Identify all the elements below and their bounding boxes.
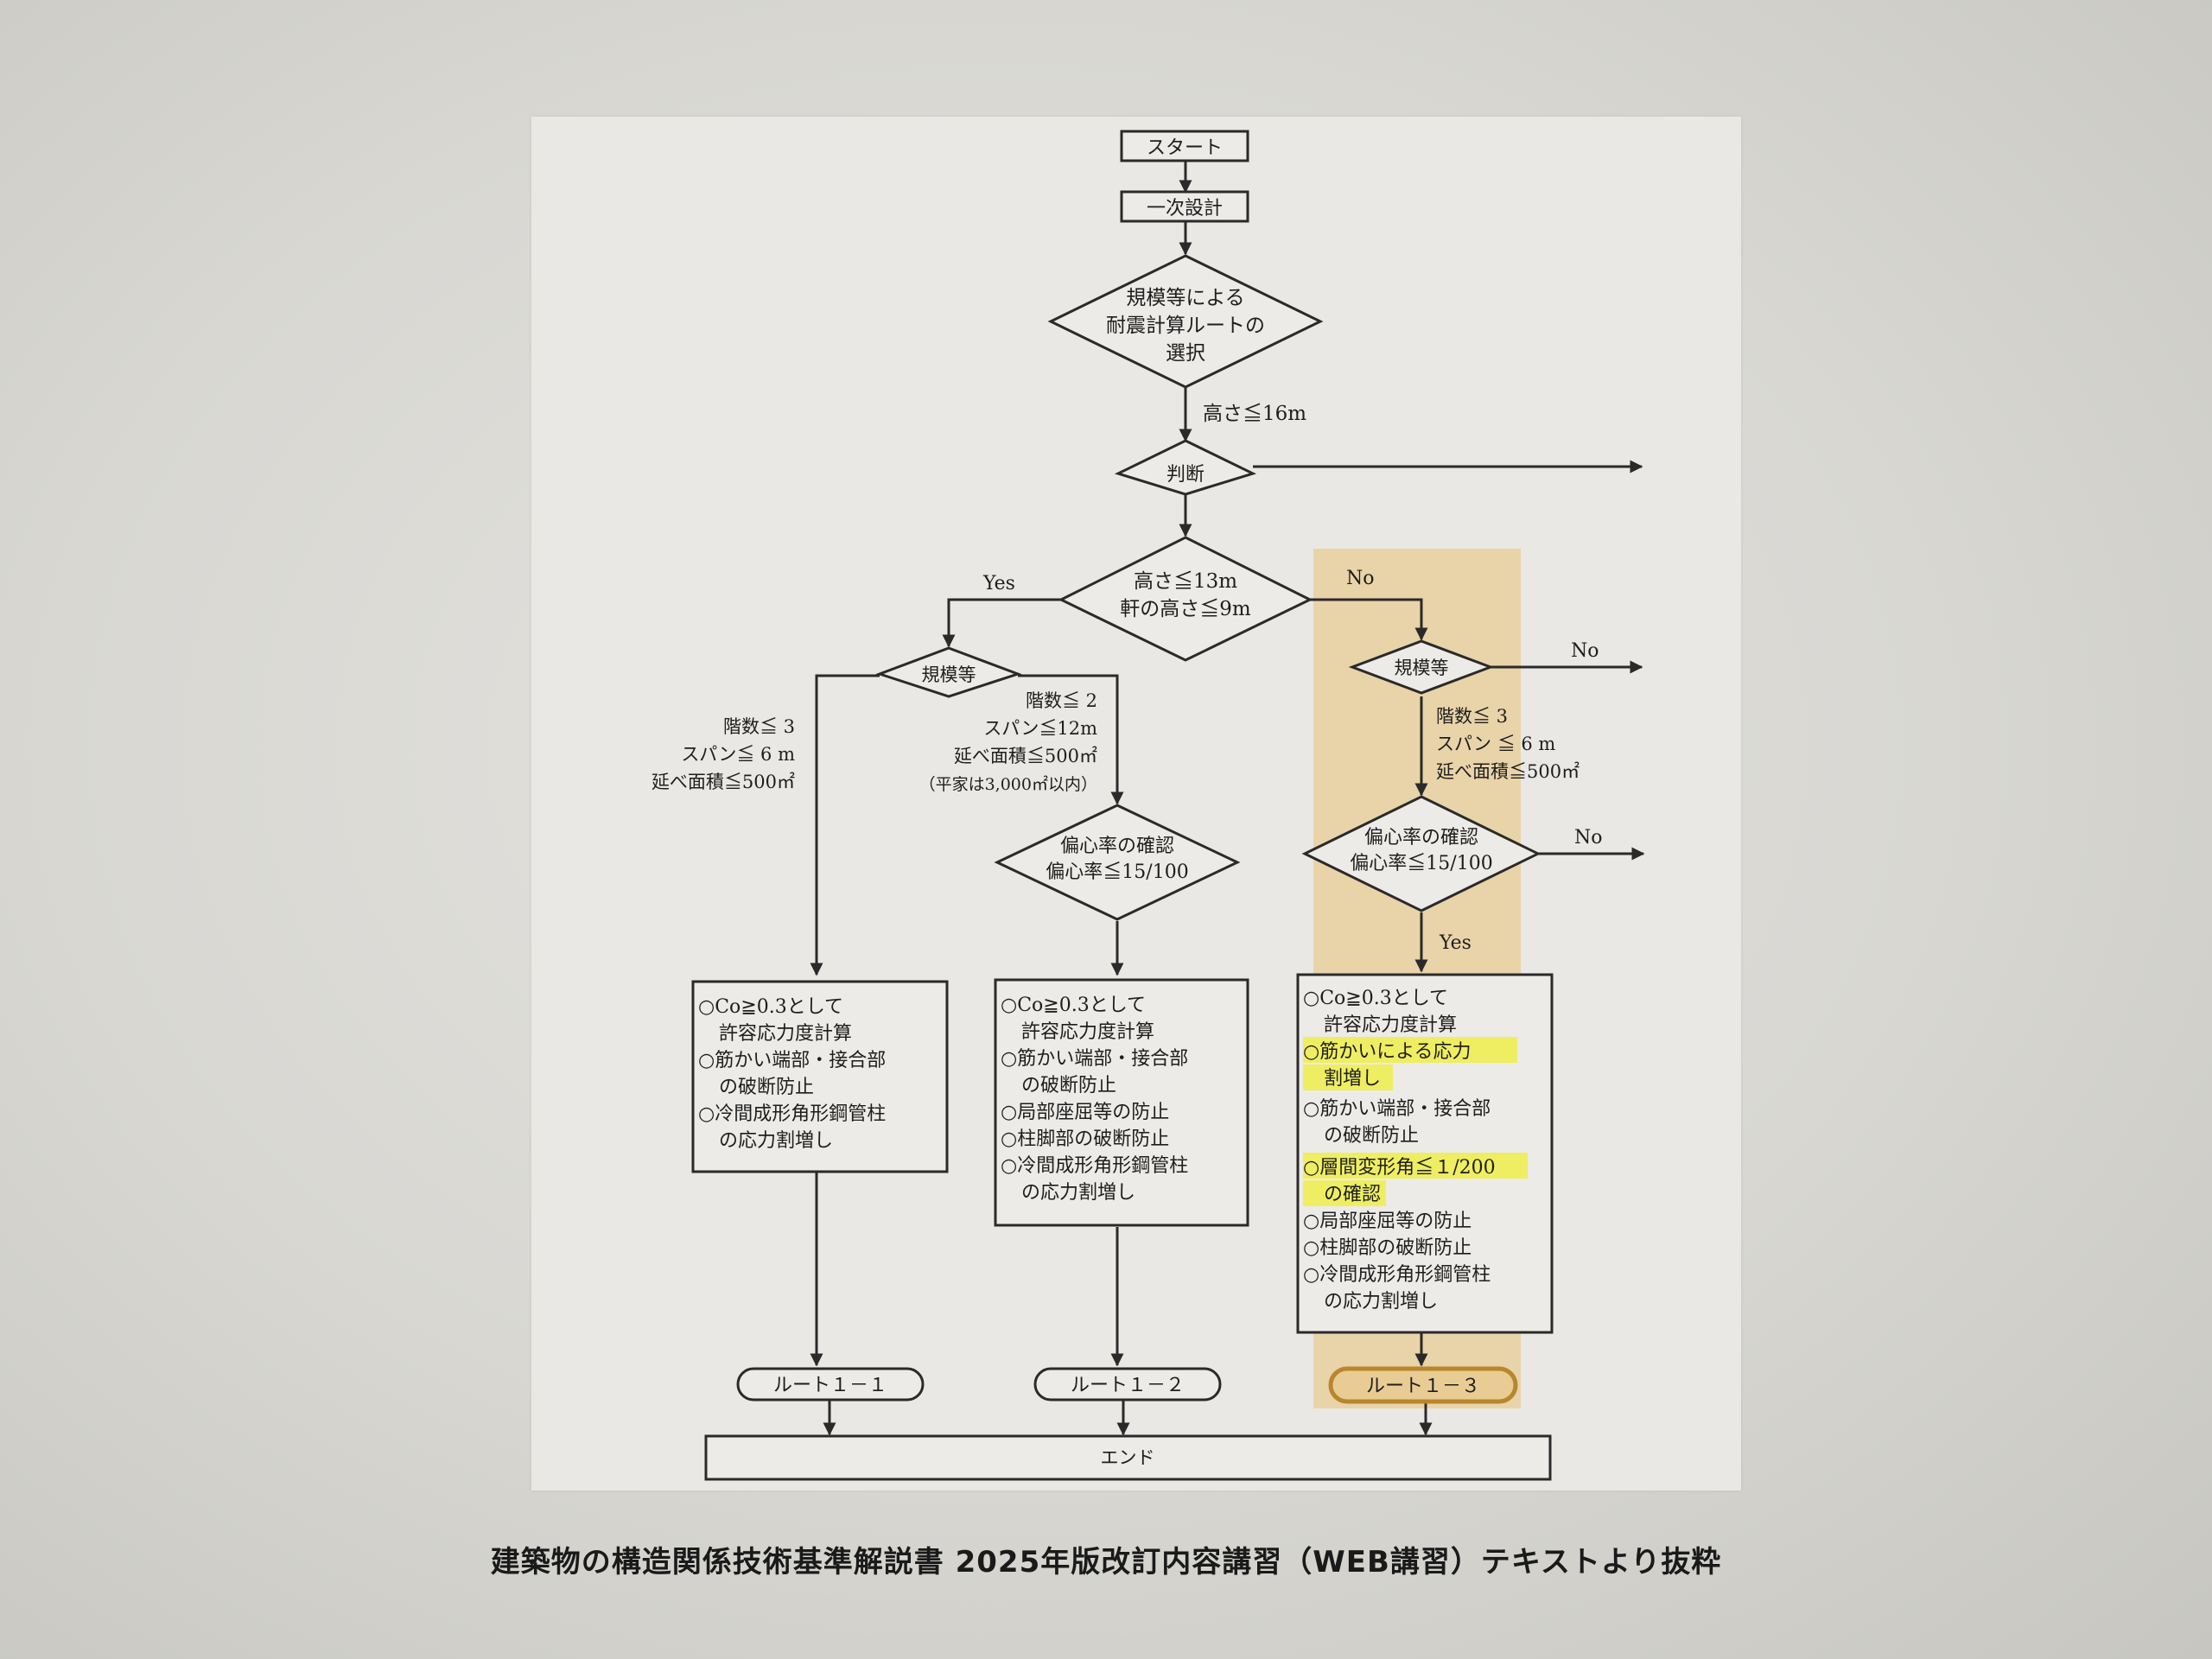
requirements-1-2-text: ○Co≧0.3として 許容応力度計算 ○筋かい端部・接合部 の破断防止 ○局部座… [1001,995,1188,1204]
cond-1-1-line-3: 延べ面積≦500㎡ [652,772,795,792]
req-1-1-line-1: ○Co≧0.3として [698,996,843,1018]
height-16-label: 高さ≦16m [1203,403,1306,425]
highlight-brace-stress [1303,1037,1517,1063]
judge-label: 判断 [1166,464,1205,486]
requirements-1-1-text: ○Co≧0.3として 許容応力度計算 ○筋かい端部・接合部 の破断防止 ○冷間成… [698,996,886,1152]
req-1-1-line-2: 許容応力度計算 [719,1023,852,1045]
req-1-2-line-2: 許容応力度計算 [1021,1021,1154,1043]
req-1-3-line-7: ○層間変形角≦１/200 [1303,1157,1496,1179]
cond-1-1-line-1: 階数≦ 3 [723,716,795,737]
req-1-2-line-8: の応力割増し [1021,1182,1135,1204]
eccentricity-right-line-2: 偏心率≦15/100 [1350,853,1492,874]
eccentricity-right-line-1: 偏心率の確認 [1364,827,1478,849]
route-select-line-3: 選択 [1166,342,1205,365]
no-label-main: No [1346,568,1375,589]
cond-1-3-line-2: スパン ≦ 6 m [1436,734,1555,754]
req-1-1-line-3: ○筋かい端部・接合部 [698,1050,886,1071]
judge-diamond [1114,439,1257,496]
eccentricity-diamond-right [1301,795,1541,912]
req-1-3-line-1: ○Co≧0.3として [1303,988,1448,1009]
req-1-3-line-3: ○筋かいによる応力 [1303,1041,1471,1063]
req-1-3-line-5: ○筋かい端部・接合部 [1303,1098,1491,1120]
connectors [810,161,1645,1436]
end-box [704,1434,1552,1481]
req-1-3-line-10: ○柱脚部の破断防止 [1303,1237,1471,1259]
height-decision-line-2: 軒の高さ≦9m [1120,598,1251,620]
req-1-1-line-4: の破断防止 [719,1077,814,1098]
req-1-3-line-8: の確認 [1324,1184,1381,1205]
scale-label-left: 規模等 [922,664,976,685]
route-1-2-label: ルート１－２ [1071,1375,1185,1396]
req-1-2-line-1: ○Co≧0.3として [1001,995,1146,1016]
requirements-1-3-text: ○Co≧0.3として 許容応力度計算 ○筋かいによる応力 割増し ○筋かい端部・… [1303,988,1496,1313]
yes-label-main: Yes [982,573,1015,594]
eccentricity-diamond-middle [994,804,1241,921]
highlight-drift-angle [1303,1153,1528,1179]
primary-design-box [1120,190,1249,223]
req-1-3-line-9: ○局部座屈等の防止 [1303,1211,1471,1232]
highlight-drift-angle-cont [1303,1180,1386,1206]
cond-1-3-line-3: 延べ面積≦500㎡ [1436,761,1580,782]
route-select-line-1: 規模等による [1126,287,1244,309]
req-1-3-line-6: の破断防止 [1324,1125,1419,1147]
cond-1-2-line-4: （平家は3,000㎡以内） [919,774,1097,794]
cond-1-3-line-1: 階数≦ 3 [1436,706,1508,727]
no-label-eccentricity: No [1574,827,1603,849]
req-1-2-line-3: ○筋かい端部・接合部 [1001,1048,1188,1070]
start-box [1120,130,1249,162]
req-1-1-line-6: の応力割増し [719,1130,833,1152]
height-decision-line-1: 高さ≦13m [1134,570,1237,593]
req-1-2-line-4: の破断防止 [1021,1075,1116,1096]
source-caption: 建築物の構造関係技術基準解説書 2025年版改訂内容講習（WEB講習）テキストよ… [490,1545,1722,1580]
route-select-line-2: 耐震計算ルートの [1106,315,1265,337]
requirements-box-1-1 [691,980,949,1173]
requirements-box-1-2 [994,978,1249,1227]
req-1-3-line-2: 許容応力度計算 [1324,1014,1457,1036]
req-1-3-line-11: ○冷間成形角形鋼管柱 [1303,1264,1491,1286]
primary-design-label: 一次設計 [1147,198,1223,219]
scale-label-right: 規模等 [1395,658,1449,678]
req-1-1-line-5: ○冷間成形角形鋼管柱 [698,1103,886,1125]
end-label: エンド [1101,1447,1155,1468]
req-1-2-line-7: ○冷間成形角形鋼管柱 [1001,1155,1188,1177]
scale-diamond-right [1348,639,1495,695]
route-1-3-oval [1328,1366,1518,1404]
yes-label-eccentricity: Yes [1439,932,1471,954]
cond-1-2-line-1: 階数≦ 2 [1026,690,1097,711]
req-1-2-line-5: ○局部座屈等の防止 [1001,1102,1169,1123]
eccentricity-mid-line-2: 偏心率≦15/100 [1046,861,1188,883]
cond-1-2-line-2: スパン≦12m [983,718,1097,739]
route-1-1-label: ルート１－１ [773,1375,887,1396]
no-label-scale: No [1571,640,1599,662]
route-1-1-oval [736,1367,925,1402]
req-1-2-line-6: ○柱脚部の破断防止 [1001,1128,1169,1150]
cond-1-2-line-3: 延べ面積≦500㎡ [954,746,1097,766]
req-1-3-line-12: の応力割増し [1324,1291,1438,1313]
height-decision-diamond [1058,536,1313,662]
start-label: スタート [1147,137,1223,159]
route-1-2-oval [1033,1367,1222,1402]
req-1-3-line-4: 割増し [1324,1068,1381,1090]
scale-diamond-left [875,646,1022,698]
route-1-3-label: ルート１－３ [1366,1376,1480,1397]
route-select-diamond [1047,254,1324,389]
highlight-brace-stress-cont [1303,1065,1393,1090]
cond-1-1-line-2: スパン≦ 6 m [681,744,795,765]
eccentricity-mid-line-1: 偏心率の確認 [1060,836,1174,857]
